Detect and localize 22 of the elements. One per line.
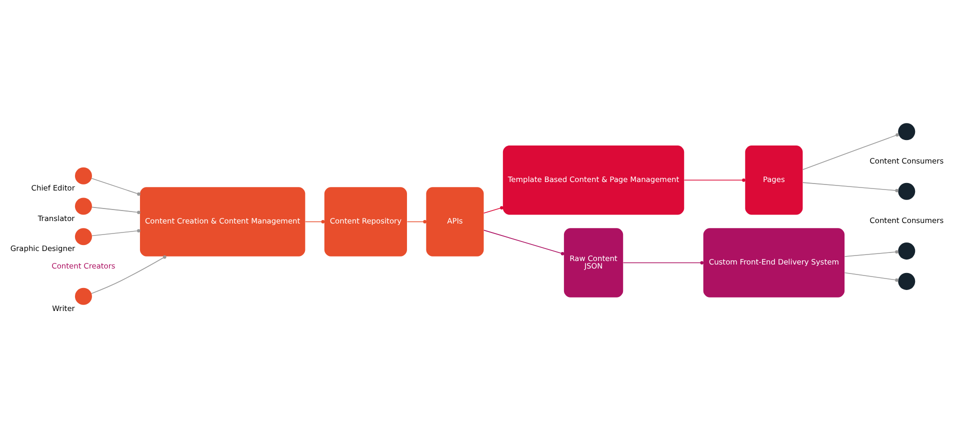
node-person	[74, 166, 92, 184]
connector	[304, 220, 325, 223]
connector	[92, 228, 140, 236]
connector	[802, 182, 898, 192]
node-person	[74, 228, 92, 245]
connector	[406, 220, 426, 223]
connector	[92, 206, 140, 214]
connector	[622, 260, 704, 264]
node-person	[74, 287, 92, 304]
connector	[684, 178, 746, 182]
node-person	[898, 242, 916, 260]
node-person	[74, 197, 92, 214]
connector	[802, 132, 899, 170]
node-person	[898, 182, 916, 200]
connector	[844, 272, 898, 282]
connector	[483, 229, 564, 255]
connector	[844, 250, 898, 256]
connector	[91, 254, 166, 294]
node-person	[898, 122, 916, 140]
connector	[91, 178, 140, 196]
node-person	[898, 272, 916, 290]
connector	[483, 206, 504, 214]
